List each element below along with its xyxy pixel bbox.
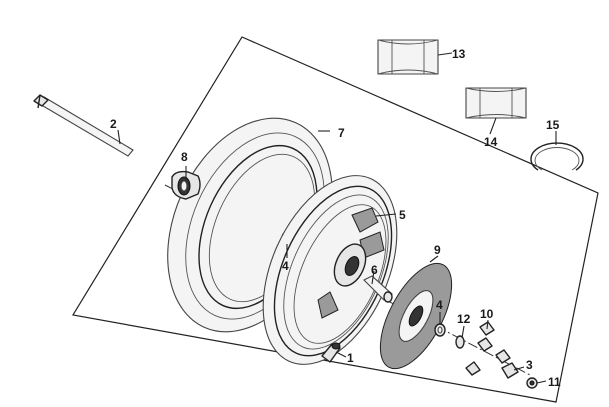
axle-collar — [501, 362, 519, 379]
leader-lines — [117, 52, 557, 384]
callout-5: 5 — [399, 208, 406, 222]
callout-11: 11 — [548, 375, 561, 389]
callout-12: 12 — [457, 312, 471, 326]
bearing-right — [434, 323, 446, 337]
brake-disc — [379, 262, 453, 370]
callout-4-right: 4 — [436, 298, 443, 312]
callout-2: 2 — [110, 117, 117, 131]
valve-stem — [321, 342, 341, 363]
callout-1: 1 — [347, 351, 354, 365]
callout-14: 14 — [484, 135, 498, 149]
nut-14 — [465, 87, 527, 119]
callout-13: 13 — [452, 47, 466, 61]
nut-13 — [377, 39, 439, 75]
callout-8: 8 — [181, 150, 188, 164]
callout-4-left: 4 — [282, 259, 289, 273]
callout-3: 3 — [526, 358, 533, 372]
disc-bolts — [465, 321, 511, 376]
callout-15: 15 — [546, 118, 560, 132]
hub-spacer — [363, 275, 393, 303]
axle-nut — [526, 377, 538, 389]
oil-seal — [455, 335, 465, 349]
callout-9: 9 — [434, 243, 441, 257]
assembly-frame — [72, 36, 599, 403]
side-collar — [171, 170, 201, 200]
circlip — [530, 142, 584, 171]
callout-6: 6 — [371, 263, 378, 277]
callout-10: 10 — [480, 307, 494, 321]
callout-7: 7 — [338, 126, 345, 140]
axle-shaft — [33, 94, 134, 157]
